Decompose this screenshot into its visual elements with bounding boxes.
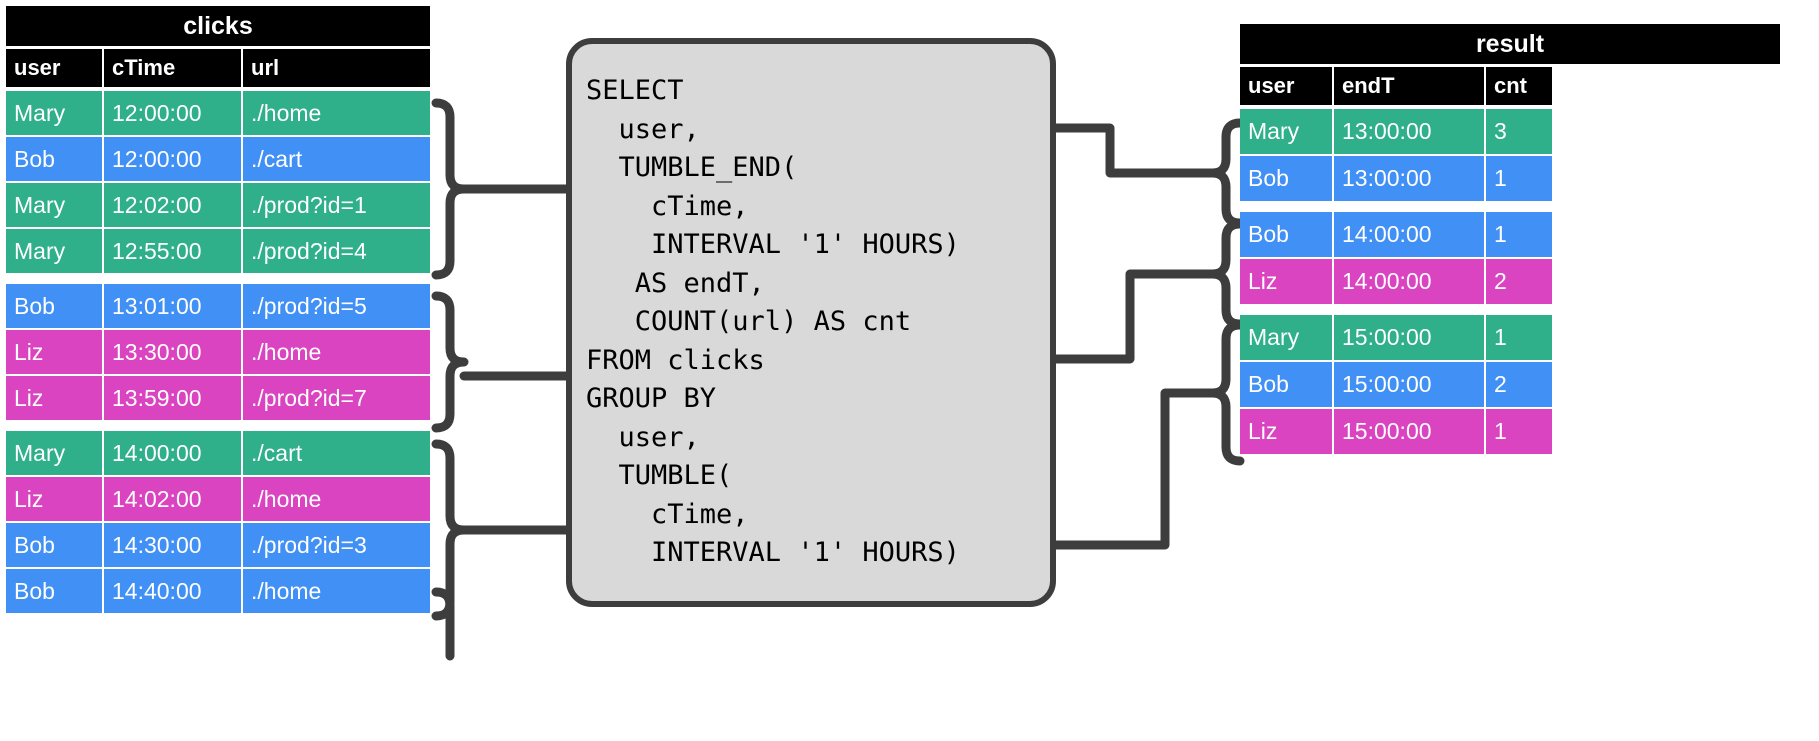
table-row: Liz 13:30:00 ./home [6,330,430,374]
cell-cnt: 1 [1486,409,1552,454]
cell-ctime: 12:00:00 [104,137,241,181]
cell-url: ./home [243,569,430,613]
cell-user: Bob [6,523,102,567]
cell-user: Bob [6,569,102,613]
result-col-cnt: cnt [1486,67,1552,105]
cell-ctime: 12:02:00 [104,183,241,227]
table-row: Mary 14:00:00 ./cart [6,431,430,475]
cell-user: Liz [6,330,102,374]
table-row: Bob 14:40:00 ./home [6,569,430,613]
result-group: Mary 13:00:00 3 Bob 13:00:00 1 [1240,109,1780,201]
cell-user: Bob [1240,156,1332,201]
clicks-table: clicks user cTime url Mary 12:00:00 ./ho… [6,6,430,613]
cell-cnt: 2 [1486,259,1552,304]
cell-user: Mary [6,431,102,475]
table-row: Bob 12:00:00 ./cart [6,137,430,181]
table-row: Mary 12:00:00 ./home [6,91,430,135]
cell-endt: 13:00:00 [1334,156,1484,201]
cell-endt: 15:00:00 [1334,362,1484,407]
table-row: Liz 14:00:00 2 [1240,259,1780,304]
clicks-header-row: user cTime url [6,49,430,87]
table-row: Mary 12:02:00 ./prod?id=1 [6,183,430,227]
cell-url: ./cart [243,431,430,475]
sql-query-box [566,38,1056,607]
result-col-endt: endT [1334,67,1484,105]
cell-user: Mary [1240,109,1332,154]
clicks-group: Mary 12:00:00 ./home Bob 12:00:00 ./cart… [6,91,430,273]
table-row: Mary 12:55:00 ./prod?id=4 [6,229,430,273]
clicks-col-user: user [6,49,102,87]
cell-user: Mary [6,183,102,227]
result-col-user: user [1240,67,1332,105]
table-row: Bob 14:30:00 ./prod?id=3 [6,523,430,567]
clicks-group: Mary 14:00:00 ./cart Liz 14:02:00 ./home… [6,431,430,613]
cell-cnt: 3 [1486,109,1552,154]
cell-url: ./prod?id=3 [243,523,430,567]
table-row: Mary 15:00:00 1 [1240,315,1780,360]
cell-user: Mary [6,91,102,135]
result-table-title: result [1240,24,1780,64]
result-group: Mary 15:00:00 1 Bob 15:00:00 2 Liz 15:00… [1240,315,1780,454]
cell-ctime: 13:30:00 [104,330,241,374]
cell-ctime: 13:01:00 [104,284,241,328]
cell-url: ./home [243,330,430,374]
result-header-row: user endT cnt [1240,67,1780,105]
table-row: Liz 14:02:00 ./home [6,477,430,521]
cell-ctime: 14:02:00 [104,477,241,521]
table-row: Bob 13:01:00 ./prod?id=5 [6,284,430,328]
cell-cnt: 2 [1486,362,1552,407]
cell-user: Bob [1240,362,1332,407]
cell-user: Liz [1240,409,1332,454]
cell-user: Bob [6,137,102,181]
cell-user: Liz [6,376,102,420]
cell-ctime: 12:55:00 [104,229,241,273]
cell-endt: 14:00:00 [1334,259,1484,304]
cell-ctime: 14:40:00 [104,569,241,613]
cell-ctime: 12:00:00 [104,91,241,135]
cell-url: ./cart [243,137,430,181]
cell-url: ./prod?id=1 [243,183,430,227]
cell-ctime: 14:30:00 [104,523,241,567]
result-table: result user endT cnt Mary 13:00:00 3 Bob… [1240,24,1780,454]
clicks-group: Bob 13:01:00 ./prod?id=5 Liz 13:30:00 ./… [6,284,430,420]
cell-user: Bob [1240,212,1332,257]
table-row: Bob 13:00:00 1 [1240,156,1780,201]
clicks-col-ctime: cTime [104,49,241,87]
cell-endt: 15:00:00 [1334,315,1484,360]
cell-cnt: 1 [1486,156,1552,201]
cell-user: Mary [1240,315,1332,360]
result-group: Bob 14:00:00 1 Liz 14:00:00 2 [1240,212,1780,304]
cell-user: Mary [6,229,102,273]
table-row: Bob 14:00:00 1 [1240,212,1780,257]
sql-query-text: SELECT user, TUMBLE_END( cTime, INTERVAL… [586,75,960,568]
cell-cnt: 1 [1486,212,1552,257]
table-row: Liz 13:59:00 ./prod?id=7 [6,376,430,420]
clicks-table-title: clicks [6,6,430,46]
cell-ctime: 13:59:00 [104,376,241,420]
cell-user: Bob [6,284,102,328]
table-row: Mary 13:00:00 3 [1240,109,1780,154]
clicks-col-url: url [243,49,430,87]
cell-url: ./prod?id=5 [243,284,430,328]
cell-url: ./home [243,477,430,521]
cell-url: ./prod?id=4 [243,229,430,273]
cell-endt: 13:00:00 [1334,109,1484,154]
cell-url: ./home [243,91,430,135]
cell-endt: 14:00:00 [1334,212,1484,257]
cell-user: Liz [6,477,102,521]
cell-endt: 15:00:00 [1334,409,1484,454]
cell-cnt: 1 [1486,315,1552,360]
table-row: Liz 15:00:00 1 [1240,409,1780,454]
cell-ctime: 14:00:00 [104,431,241,475]
table-row: Bob 15:00:00 2 [1240,362,1780,407]
cell-url: ./prod?id=7 [243,376,430,420]
cell-user: Liz [1240,259,1332,304]
